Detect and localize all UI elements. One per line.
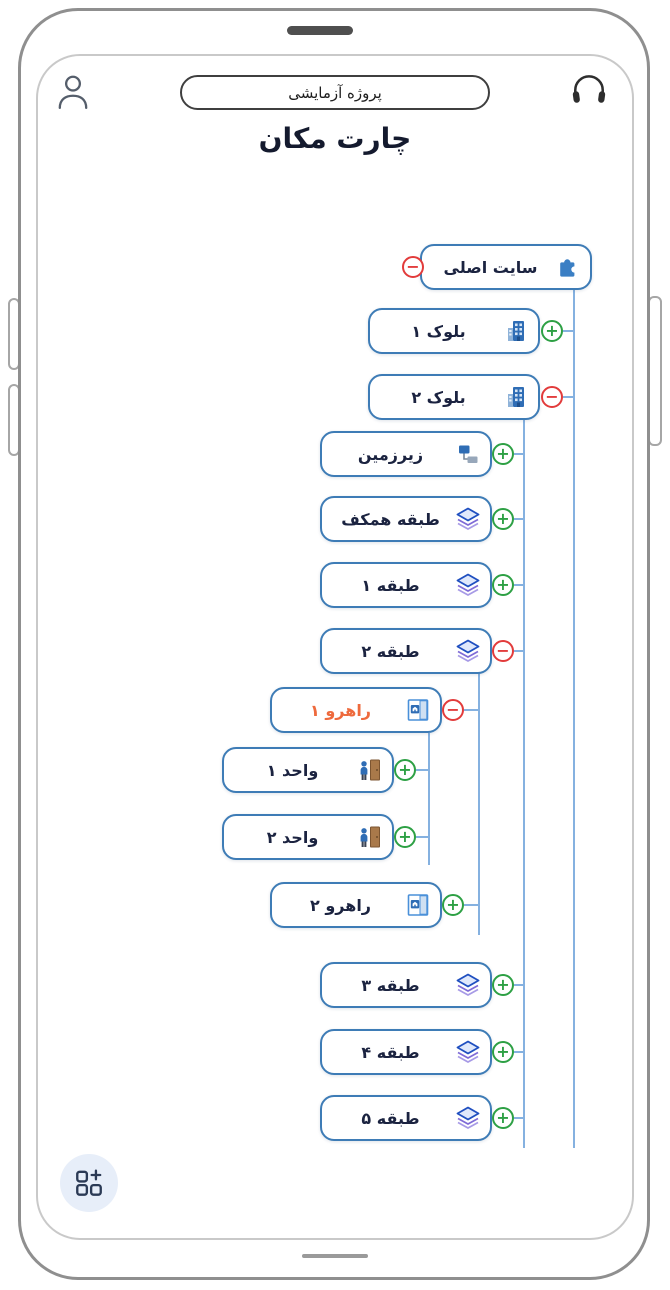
layers-icon — [455, 506, 481, 532]
tree-node-label: طبقه ۵ — [361, 1108, 420, 1128]
tree-node-floor-4[interactable]: طبقه ۴ — [320, 1029, 492, 1075]
tree-node-label: بلوک ۲ — [411, 387, 466, 407]
expand-button[interactable]: + — [492, 443, 514, 465]
expand-button[interactable]: + — [442, 894, 464, 916]
tree-node-unit-1[interactable]: واحد ۱ — [222, 747, 394, 793]
project-name: پروژه آزمایشی — [288, 83, 382, 102]
plus-icon: + — [446, 895, 460, 914]
layers-icon — [455, 1105, 481, 1131]
headphones-icon — [570, 70, 608, 106]
tree-node-label: واحد ۲ — [266, 827, 319, 847]
tree-connector — [514, 984, 523, 986]
tree-node-block-2[interactable]: بلوک ۲ — [368, 374, 540, 420]
tree-line-floor2 — [478, 673, 480, 935]
tree-node-floor-1[interactable]: طبقه ۱ — [320, 562, 492, 608]
project-selector[interactable]: پروژه آزمایشی — [180, 75, 490, 110]
tree-connector — [563, 396, 573, 398]
plus-icon: + — [496, 575, 510, 594]
person-door-icon — [357, 757, 383, 783]
person-icon — [56, 72, 90, 110]
tree-node-label: طبقه ۳ — [361, 975, 420, 995]
person-door-icon — [357, 824, 383, 850]
tree-node-label: طبقه همکف — [341, 509, 440, 529]
home-indicator — [302, 1254, 368, 1258]
sitemap-icon — [455, 441, 481, 467]
speaker-grille — [287, 26, 353, 35]
tree-connector — [514, 518, 523, 520]
tree-node-main-site[interactable]: سایت اصلی — [420, 244, 592, 290]
tree-node-label: راهرو ۲ — [309, 895, 372, 915]
collapse-button[interactable]: − — [541, 386, 563, 408]
expand-button[interactable]: + — [492, 508, 514, 530]
tree-node-ground-floor[interactable]: طبقه همکف — [320, 496, 492, 542]
page-title: چارت مکان — [258, 122, 412, 155]
minus-icon: − — [446, 700, 460, 719]
tree-node-basement[interactable]: زیرزمین — [320, 431, 492, 477]
expand-button[interactable]: + — [492, 974, 514, 996]
tree-connector — [514, 650, 523, 652]
collapse-button[interactable]: − — [442, 699, 464, 721]
tree-node-label: زیرزمین — [357, 444, 424, 464]
plus-icon: + — [496, 1042, 510, 1061]
support-button[interactable] — [570, 70, 608, 110]
minus-icon: − — [496, 641, 510, 660]
expand-button[interactable]: + — [541, 320, 563, 342]
plus-icon: + — [496, 509, 510, 528]
tree-line-block2 — [523, 420, 525, 1148]
tree-node-corridor-2[interactable]: راهرو ۲ — [270, 882, 442, 928]
collapse-button[interactable]: − — [402, 256, 424, 278]
expand-button[interactable]: + — [394, 826, 416, 848]
tree-node-corridor-1[interactable]: راهرو ۱ — [270, 687, 442, 733]
tree-node-floor-2[interactable]: طبقه ۲ — [320, 628, 492, 674]
tree-connector — [464, 709, 478, 711]
tree-connector — [416, 769, 428, 771]
expand-button[interactable]: + — [492, 1041, 514, 1063]
tree-connector — [563, 330, 573, 332]
building-icon — [503, 384, 529, 410]
minus-icon: − — [545, 387, 559, 406]
layers-icon — [455, 572, 481, 598]
expand-button[interactable]: + — [394, 759, 416, 781]
plus-icon: + — [398, 760, 412, 779]
tree-line-corridor1 — [428, 733, 430, 865]
tree-connector — [514, 1117, 523, 1119]
plus-icon: + — [398, 827, 412, 846]
minus-icon: − — [406, 257, 420, 276]
tree-node-block-1[interactable]: بلوک ۱ — [368, 308, 540, 354]
tree-connector — [464, 904, 478, 906]
door-icon — [405, 892, 431, 918]
expand-button[interactable]: + — [492, 574, 514, 596]
tree-node-label: راهرو ۱ — [309, 700, 372, 720]
layers-icon — [455, 972, 481, 998]
collapse-button[interactable]: − — [492, 640, 514, 662]
tree-node-floor-3[interactable]: طبقه ۳ — [320, 962, 492, 1008]
tree-connector — [416, 836, 428, 838]
add-module-button[interactable] — [60, 1154, 118, 1212]
tree-node-label: طبقه ۲ — [361, 641, 420, 661]
tree-node-floor-5[interactable]: طبقه ۵ — [320, 1095, 492, 1141]
plus-icon: + — [496, 1108, 510, 1127]
tree-connector — [514, 584, 523, 586]
tree-connector — [514, 453, 523, 455]
tree-node-label: سایت اصلی — [443, 257, 538, 277]
building-icon — [503, 318, 529, 344]
puzzle-icon — [555, 254, 581, 280]
plus-icon: + — [545, 321, 559, 340]
plus-icon: + — [496, 444, 510, 463]
layers-icon — [455, 638, 481, 664]
power-button — [648, 296, 662, 446]
tree-node-label: طبقه ۱ — [361, 575, 420, 595]
profile-button[interactable] — [56, 72, 90, 114]
tree-line-root — [573, 290, 575, 1148]
modules-plus-icon — [73, 1167, 105, 1199]
tree-node-label: بلوک ۱ — [411, 321, 466, 341]
tree-connector — [514, 1051, 523, 1053]
tree-node-label: واحد ۱ — [266, 760, 319, 780]
layers-icon — [455, 1039, 481, 1065]
plus-icon: + — [496, 975, 510, 994]
door-icon — [405, 697, 431, 723]
tree-node-unit-2[interactable]: واحد ۲ — [222, 814, 394, 860]
tree-node-label: طبقه ۴ — [361, 1042, 420, 1062]
expand-button[interactable]: + — [492, 1107, 514, 1129]
